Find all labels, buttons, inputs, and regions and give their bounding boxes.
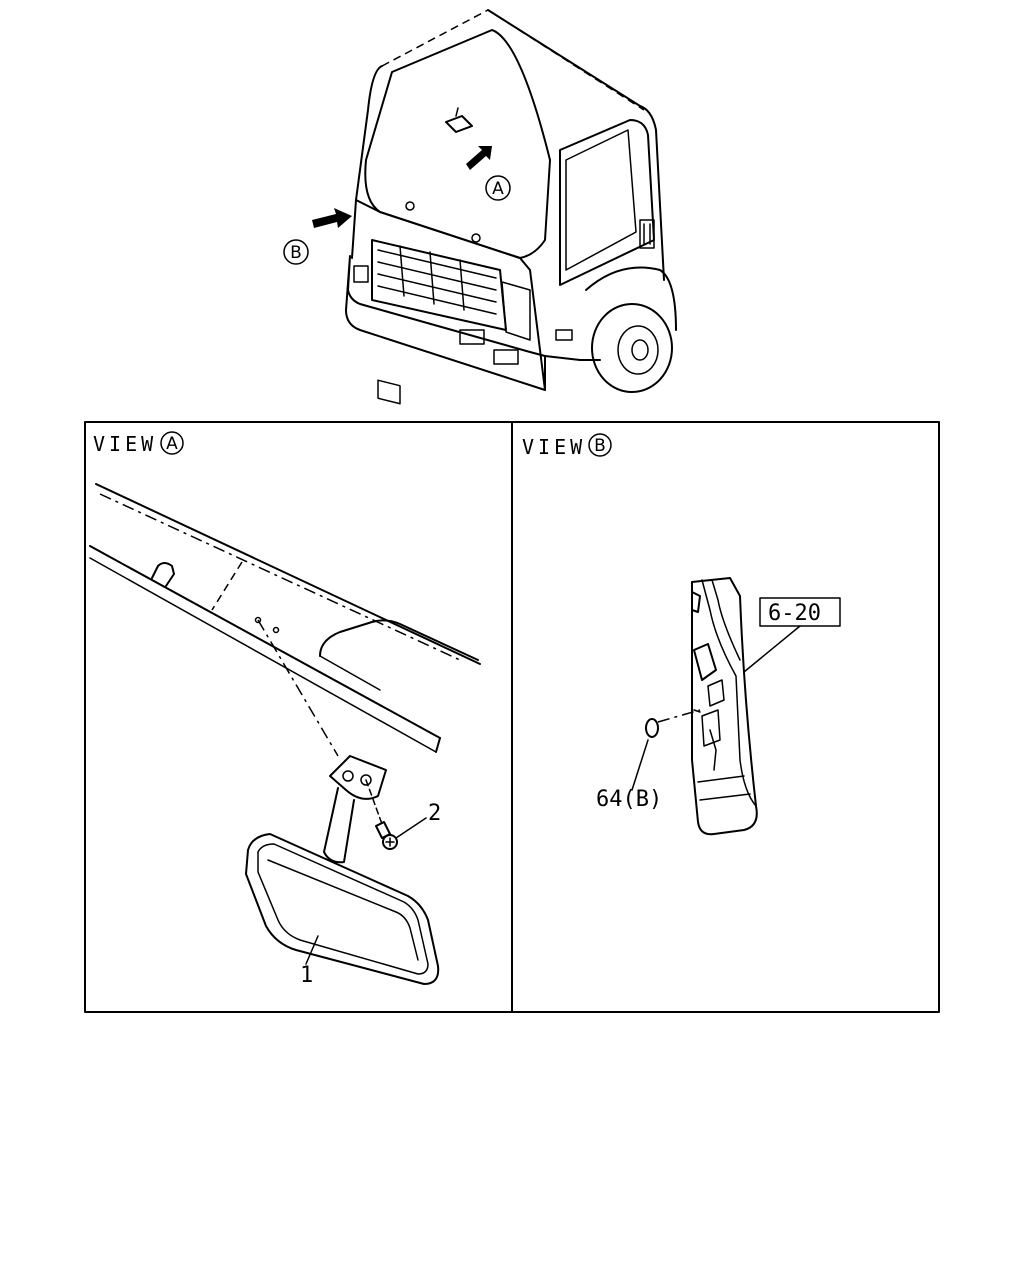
callout-a: A	[492, 179, 504, 199]
view-b-letter: B	[594, 436, 606, 456]
view-b-panel: VIEW B 6-20 64(B)	[522, 433, 841, 836]
part-label-2: 2	[428, 801, 441, 826]
view-b-frame	[511, 421, 940, 1013]
truck-overview: A B	[283, 9, 677, 405]
view-a-letter: A	[166, 434, 178, 454]
view-a-title: VIEW	[93, 432, 157, 456]
view-a-frame	[84, 421, 513, 1013]
view-b-title: VIEW	[522, 435, 586, 459]
part-label-1: 1	[300, 963, 313, 988]
callout-b: B	[290, 243, 302, 263]
view-a-panel: VIEW A 2	[89, 431, 481, 988]
ref-box-6-20: 6-20	[768, 601, 821, 626]
part-label-64b: 64(B)	[596, 787, 662, 812]
